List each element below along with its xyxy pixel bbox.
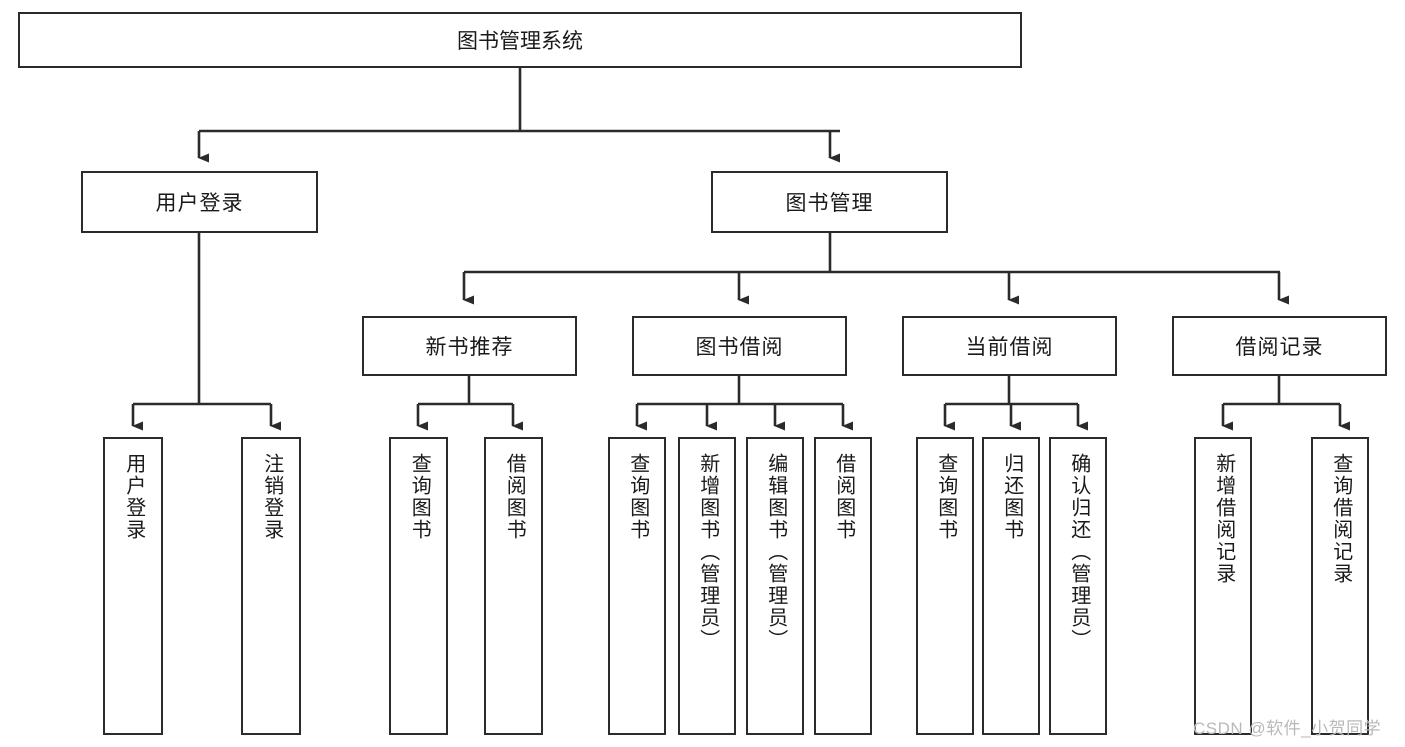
node-borrow-record[interactable]: 借阅记录 (1172, 316, 1387, 376)
node-root-label: 图书管理系统 (457, 30, 583, 53)
node-leaf-edit-book-admin[interactable]: 编辑图书（管理员） (746, 437, 804, 735)
node-leaf-query-book-2-label: 查询图书 (626, 453, 649, 541)
node-leaf-borrow-book-2[interactable]: 借阅图书 (814, 437, 872, 735)
node-leaf-query-book-3[interactable]: 查询图书 (916, 437, 974, 735)
node-leaf-return-book[interactable]: 归还图书 (982, 437, 1040, 735)
node-leaf-query-book-3-label: 查询图书 (934, 453, 957, 541)
node-leaf-query-record-label: 查询借阅记录 (1329, 453, 1352, 585)
node-root[interactable]: 图书管理系统 (18, 12, 1022, 68)
node-leaf-add-book-admin[interactable]: 新增图书（管理员） (678, 437, 736, 735)
watermark: CSDN @软件_小贺同学 (1193, 719, 1382, 738)
node-leaf-add-record-label: 新增借阅记录 (1212, 453, 1235, 585)
node-leaf-query-book-2[interactable]: 查询图书 (608, 437, 666, 735)
node-new-book-recommend[interactable]: 新书推荐 (362, 316, 577, 376)
node-leaf-query-record[interactable]: 查询借阅记录 (1311, 437, 1369, 735)
node-leaf-add-book-admin-label: 新增图书（管理员） (696, 453, 719, 651)
node-current-borrow-label: 当前借阅 (965, 336, 1054, 359)
node-leaf-logout-login-label: 注销登录 (260, 453, 283, 541)
node-leaf-return-book-label: 归还图书 (1000, 453, 1023, 541)
node-book-borrow[interactable]: 图书借阅 (632, 316, 847, 376)
node-user-login-label: 用户登录 (155, 192, 244, 215)
node-leaf-user-login-label: 用户登录 (122, 453, 145, 541)
node-leaf-query-book-1[interactable]: 查询图书 (389, 437, 448, 735)
node-leaf-confirm-return[interactable]: 确认归还（管理员） (1049, 437, 1107, 735)
node-borrow-record-label: 借阅记录 (1235, 336, 1324, 359)
node-leaf-borrow-book-1[interactable]: 借阅图书 (484, 437, 543, 735)
node-leaf-logout-login[interactable]: 注销登录 (241, 437, 301, 735)
node-leaf-edit-book-admin-label: 编辑图书（管理员） (764, 453, 787, 651)
node-leaf-borrow-book-2-label: 借阅图书 (832, 453, 855, 541)
node-leaf-user-login[interactable]: 用户登录 (103, 437, 163, 735)
node-leaf-confirm-return-label: 确认归还（管理员） (1067, 453, 1090, 651)
node-leaf-query-book-1-label: 查询图书 (408, 453, 431, 541)
node-user-login[interactable]: 用户登录 (81, 171, 318, 233)
node-book-manage-label: 图书管理 (785, 192, 874, 215)
node-book-borrow-label: 图书借阅 (695, 336, 784, 359)
node-leaf-add-record[interactable]: 新增借阅记录 (1194, 437, 1252, 735)
node-book-manage[interactable]: 图书管理 (711, 171, 948, 233)
node-current-borrow[interactable]: 当前借阅 (902, 316, 1117, 376)
node-leaf-borrow-book-1-label: 借阅图书 (503, 453, 526, 541)
node-new-book-recommend-label: 新书推荐 (425, 336, 514, 359)
